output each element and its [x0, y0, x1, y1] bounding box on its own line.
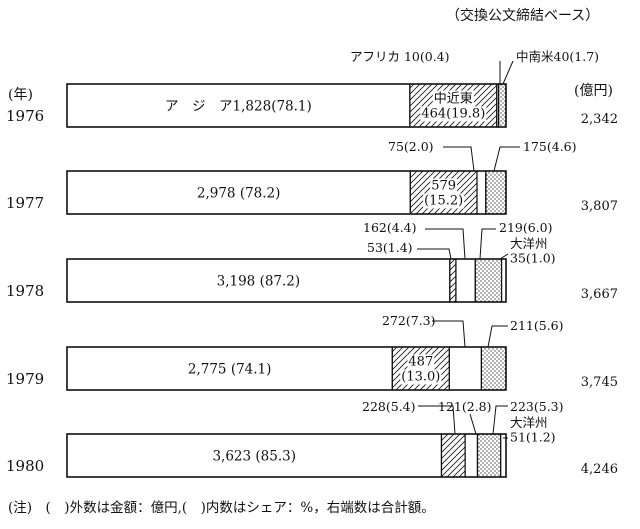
bar-outline-1979	[66, 346, 507, 391]
label-backing	[407, 354, 435, 370]
callout-label-1980-10: 228(5.4)	[362, 399, 416, 414]
year-label-1978: 1978	[6, 282, 44, 300]
callout-label-1979-9: 211(5.6)	[510, 318, 564, 333]
year-label-1976: 1976	[6, 107, 44, 125]
inside-label-asia-1980: 3,623 (85.3)	[212, 449, 296, 465]
bar-segment-1980-1	[440, 433, 466, 478]
callout-label-1977-2: 75(2.0)	[388, 139, 434, 154]
year-label-1979: 1979	[6, 370, 44, 388]
callout-label-1977-3: 175(4.6)	[523, 139, 577, 154]
bar-segment-1980-4	[500, 433, 507, 478]
callout-label-1980-11: 121(2.8)	[438, 399, 492, 414]
callout-leader-1976-1	[502, 60, 514, 85]
callout-leader-1979-8	[432, 320, 466, 348]
callout-leader-1978-5	[417, 248, 452, 260]
bar-segment-1980-0	[66, 433, 443, 478]
inside-label-asia-1976: ア ジ ア1,828(78.1)	[165, 99, 312, 115]
callout-leader-1979-9	[487, 325, 508, 348]
callout-label-1976-0: アフリカ 10(0.4)	[350, 49, 450, 64]
footnote: (注) ( )外数は金額：億円,( )内数はシェア：%，右端数は合計額。	[8, 500, 435, 516]
label-backing	[430, 178, 458, 194]
bar-outline-1977	[66, 170, 507, 215]
inside-label-asia-1977: 2,978 (78.2)	[197, 186, 281, 202]
callout-leader-1980-10	[418, 405, 456, 435]
label-backing	[420, 106, 487, 122]
bar-outline-1980	[66, 433, 507, 478]
callout-leader-1980-12	[492, 405, 508, 435]
callout-label-1980-12: 223(5.3)	[510, 399, 564, 414]
callout-label-1976-1: 中南米40(1.7)	[516, 49, 599, 64]
total-label-1977: 3,807	[581, 199, 618, 214]
bar-segment-1980-2	[464, 433, 479, 478]
inside-label-middleeast-1977: 579(15.2)	[424, 179, 463, 209]
bar-segment-1976-0	[66, 83, 411, 128]
total-label-1978: 3,667	[581, 287, 618, 302]
inside-label-middleeast-1979: 487(13.0)	[401, 355, 440, 385]
callout-label-1978-5: 53(1.4)	[367, 240, 413, 255]
bar-segment-1977-2	[476, 170, 487, 215]
bar-outline-1976	[66, 83, 507, 128]
total-label-1980: 4,246	[581, 462, 618, 477]
value-unit-label: (億円)	[574, 83, 613, 99]
bar-segment-1978-0	[66, 258, 451, 303]
callout-leader-1977-3	[493, 146, 520, 172]
label-backing	[423, 193, 465, 209]
inside-label-asia-1979: 2,775 (74.1)	[188, 362, 272, 378]
year-label-1977: 1977	[6, 194, 44, 212]
bar-segment-1979-3	[480, 346, 507, 391]
inside-label-asia-1978: 3,198 (87.2)	[217, 274, 301, 290]
callout-label-1979-8: 272(7.3)	[382, 313, 436, 328]
bar-segment-1978-3	[474, 258, 503, 303]
year-unit-label: (年)	[8, 87, 33, 103]
bar-outline-1978	[66, 258, 507, 303]
year-label-1980: 1980	[6, 457, 44, 475]
header-note: （交換公文締結ベース）	[446, 7, 599, 24]
bar-segment-1979-0	[66, 346, 393, 391]
bar-segment-1976-3	[497, 83, 507, 128]
callout-leader-1977-2	[443, 146, 475, 172]
bar-segment-1977-3	[485, 170, 507, 215]
total-label-1979: 3,745	[581, 375, 618, 390]
bar-segment-1978-1	[449, 258, 457, 303]
callout-label-1978-4: 162(4.4)	[363, 220, 417, 235]
label-backing	[400, 369, 442, 385]
callout-leader-1978-7	[499, 253, 509, 260]
bar-segment-1980-3	[476, 433, 502, 478]
total-label-1976: 2,342	[581, 112, 618, 127]
callout-leader-1980-11	[469, 413, 477, 435]
callout-leader-1978-4	[425, 228, 466, 260]
callout-label-1978-6: 219(6.0)	[499, 220, 553, 235]
bar-segment-1979-2	[448, 346, 483, 391]
callout-leader-1978-6	[479, 228, 496, 260]
bar-segment-1978-2	[455, 258, 476, 303]
label-backing	[432, 90, 474, 107]
